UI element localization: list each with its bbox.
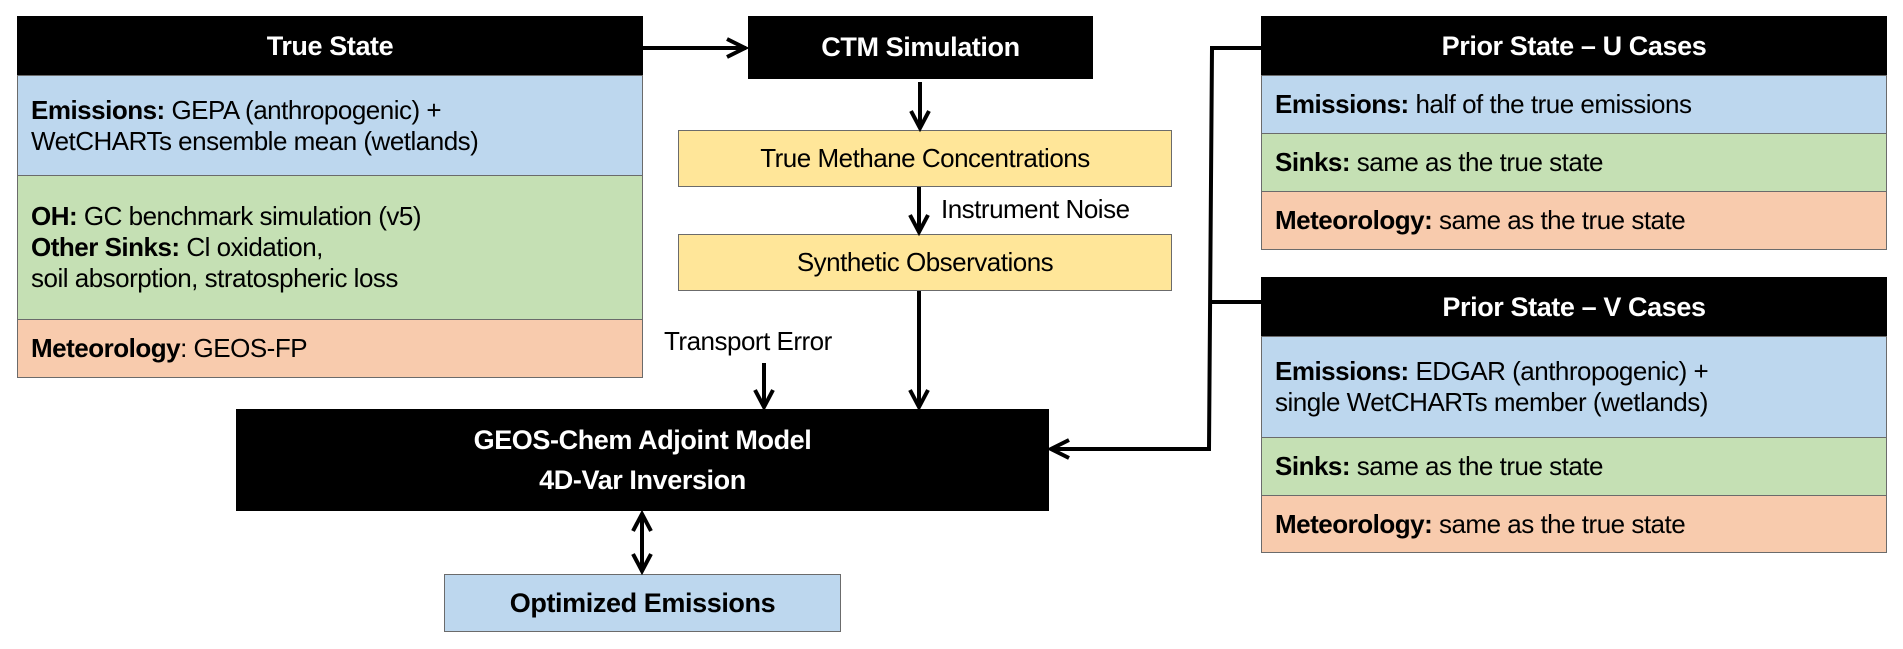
geos-chem-title-line2: 4D-Var Inversion xyxy=(539,465,746,495)
ctm-simulation-title: CTM Simulation xyxy=(821,32,1020,62)
emissions-label: Emissions: xyxy=(31,94,165,125)
prior-u-meteorology-value: same as the true state xyxy=(1432,205,1686,235)
other-sinks-value: Cl oxidation, xyxy=(179,232,323,262)
arrowhead-concentrations-icon xyxy=(909,110,931,133)
prior-u-meteorology-label: Meteorology: xyxy=(1275,205,1433,235)
arrowhead-ctm-icon xyxy=(726,37,750,59)
prior-state-u-box: Prior State – U Cases Emissions: half of… xyxy=(1261,16,1887,250)
true-methane-concentrations-label: True Methane Concentrations xyxy=(760,143,1090,173)
other-sinks-label: Other Sinks: xyxy=(31,232,180,262)
true-state-meteorology: Meteorology: GEOS-FP xyxy=(17,319,643,378)
prior-v-header: Prior State – V Cases xyxy=(1261,277,1887,337)
prior-v-emissions: Emissions: EDGAR (anthropogenic) + singl… xyxy=(1261,336,1887,438)
instrument-noise-label: Instrument Noise xyxy=(941,194,1130,224)
prior-v-sinks-label: Sinks: xyxy=(1275,451,1351,481)
optimized-emissions-box: Optimized Emissions xyxy=(444,574,841,632)
geos-chem-title-line1: GEOS-Chem Adjoint Model xyxy=(473,425,812,455)
prior-v-emissions-label: Emissions: xyxy=(1275,356,1409,386)
geos-chem-adjoint-box: GEOS-Chem Adjoint Model 4D-Var Inversion xyxy=(236,409,1049,511)
true-state-title: True State xyxy=(266,30,394,61)
ctm-simulation-box: CTM Simulation xyxy=(748,16,1093,79)
oh-value: GC benchmark simulation (v5) xyxy=(77,201,422,231)
prior-v-sinks: Sinks: same as the true state xyxy=(1261,437,1887,496)
other-sinks-line2: soil absorption, stratospheric loss xyxy=(31,263,398,293)
prior-u-sinks-value: same as the true state xyxy=(1350,147,1604,177)
prior-v-sinks-value: same as the true state xyxy=(1350,451,1604,481)
prior-u-title: Prior State – U Cases xyxy=(1441,30,1707,61)
prior-u-emissions: Emissions: half of the true emissions xyxy=(1261,75,1887,134)
true-state-sinks: OH: GC benchmark simulation (v5) Other S… xyxy=(17,175,643,320)
optimized-emissions-label: Optimized Emissions xyxy=(509,587,776,618)
true-state-emissions: Emissions: GEPA (anthropogenic) + WetCHA… xyxy=(17,75,643,176)
meteorology-value: : GEOS-FP xyxy=(180,333,308,363)
emissions-value-line2: WetCHARTs ensemble mean (wetlands) xyxy=(31,125,479,156)
arrowhead-geos-obs-icon xyxy=(908,389,930,412)
arrowhead-up-icon xyxy=(631,509,653,532)
prior-u-sinks-label: Sinks: xyxy=(1275,147,1351,177)
prior-v-meteorology: Meteorology: same as the true state xyxy=(1261,495,1887,553)
synthetic-observations-label: Synthetic Observations xyxy=(796,247,1054,277)
true-state-header: True State xyxy=(17,16,643,76)
prior-u-header: Prior State – U Cases xyxy=(1261,16,1887,76)
true-state-box: True State Emissions: GEPA (anthropogeni… xyxy=(17,16,643,378)
prior-v-meteorology-label: Meteorology: xyxy=(1275,508,1433,539)
synthetic-observations-box: Synthetic Observations xyxy=(678,234,1172,291)
arrowhead-observations-icon xyxy=(908,214,930,237)
prior-u-emissions-value: half of the true emissions xyxy=(1408,89,1692,119)
arrowhead-geos-prior-icon xyxy=(1046,438,1070,460)
arrowhead-down-icon xyxy=(631,553,653,576)
oh-label: OH: xyxy=(31,201,78,231)
meteorology-label: Meteorology xyxy=(31,333,181,363)
prior-v-emissions-line2: single WetCHARTs member (wetlands) xyxy=(1275,387,1708,417)
emissions-value: GEPA (anthropogenic) + xyxy=(164,94,442,125)
prior-u-sinks: Sinks: same as the true state xyxy=(1261,133,1887,192)
true-methane-concentrations-box: True Methane Concentrations xyxy=(678,130,1172,187)
prior-state-v-box: Prior State – V Cases Emissions: EDGAR (… xyxy=(1261,277,1887,553)
transport-error-label: Transport Error xyxy=(664,326,832,356)
arrowhead-geos-transport-icon xyxy=(753,389,775,412)
prior-u-meteorology: Meteorology: same as the true state xyxy=(1261,191,1887,250)
prior-v-emissions-value: EDGAR (anthropogenic) + xyxy=(1408,356,1709,386)
prior-v-meteorology-value: same as the true state xyxy=(1432,508,1686,539)
prior-v-title: Prior State – V Cases xyxy=(1442,291,1706,322)
prior-u-emissions-label: Emissions: xyxy=(1275,89,1409,119)
